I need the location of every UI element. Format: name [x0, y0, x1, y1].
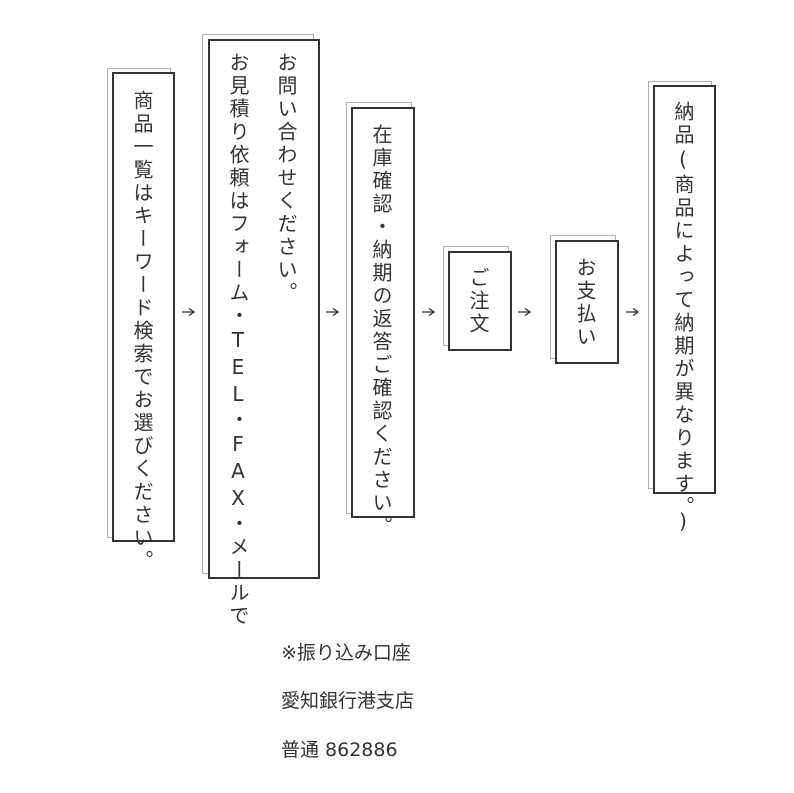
step-product-search: 商品一覧はキーワード検索でお選びください。: [107, 68, 175, 573]
step-frame: [653, 85, 716, 494]
bank-branch-name: 愛知銀行港支店: [281, 690, 415, 712]
step-delivery: 納品(商品によって納期が異なります。): [648, 81, 716, 536]
step-inquiry: お問い合わせください。 お見積り依頼はフォーム・TEL・FAX・メールで: [202, 34, 320, 628]
step-text: 在庫確認・納期の返答ご確認ください。: [369, 124, 393, 538]
step-stock-check: 在庫確認・納期の返答ご確認ください。: [346, 102, 416, 538]
step-text-line2: お見積り依頼はフォーム・TEL・FAX・メールで: [226, 52, 250, 628]
step-text-line1: お問い合わせください。: [274, 52, 298, 305]
step-frame: [555, 240, 619, 364]
step-text: お支払い: [573, 257, 597, 349]
bank-account-heading: ※振り込み口座: [281, 642, 411, 664]
step-text: 商品一覧はキーワード検索でお選びください。: [130, 90, 154, 573]
step-text: ご注文: [466, 267, 490, 336]
step-text: 納品(商品によって納期が異なります。): [671, 101, 695, 536]
step-frame: [208, 39, 320, 579]
step-order: ご注文: [443, 246, 513, 352]
arrow-right-icon: [422, 306, 436, 318]
step-frame: [351, 107, 415, 518]
arrow-right-icon: [182, 306, 196, 318]
arrow-right-icon: [326, 306, 340, 318]
arrow-right-icon: [518, 306, 532, 318]
step-frame: [448, 251, 512, 351]
step-payment: お支払い: [550, 235, 620, 365]
bank-account-number: 普通 862886: [281, 739, 398, 761]
arrow-right-icon: [626, 306, 640, 318]
step-frame: [112, 72, 175, 542]
